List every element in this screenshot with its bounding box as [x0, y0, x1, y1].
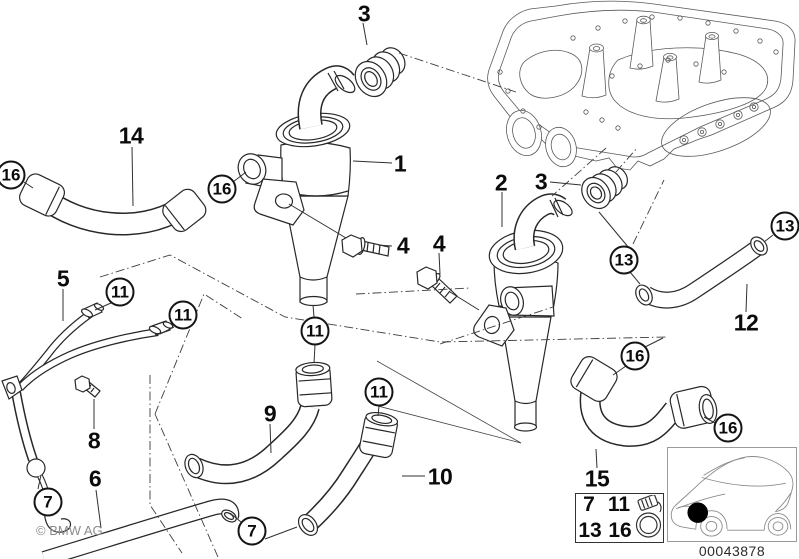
part-label-10[interactable]: 10 — [427, 463, 453, 490]
callout-circle-16[interactable]: 16 — [620, 341, 650, 371]
callout-circle-11[interactable]: 11 — [168, 300, 198, 330]
vent-pipe-5-drawing — [1, 302, 174, 533]
bolt-8-drawing — [74, 375, 101, 398]
hose-14-drawing — [19, 173, 207, 236]
callout-circle-13[interactable]: 13 — [770, 211, 799, 241]
callout-circle-7[interactable]: 7 — [237, 516, 267, 546]
legend-item-16[interactable]: 16 — [608, 519, 632, 542]
part-label-15[interactable]: 15 — [584, 465, 610, 492]
bmw-watermark: © BMW AG — [36, 523, 103, 538]
callout-circle-11[interactable]: 11 — [364, 377, 394, 407]
part-label-12[interactable]: 12 — [733, 309, 759, 336]
legend-item-7[interactable]: 7 — [583, 493, 595, 516]
callout-circle-16[interactable]: 16 — [713, 413, 743, 443]
car-outline-icon — [670, 456, 794, 537]
valve-2-drawing — [473, 193, 573, 432]
part-label-3[interactable]: 3 — [534, 168, 548, 195]
bolt-4b-drawing — [416, 266, 458, 304]
callout-circle-11[interactable]: 11 — [300, 316, 330, 346]
part-label-1[interactable]: 1 — [393, 150, 407, 177]
grommet-3b-drawing — [581, 166, 628, 210]
bolt-4a-drawing — [341, 234, 390, 258]
callout-circle-16[interactable]: 16 — [207, 174, 237, 204]
callout-circle-13[interactable]: 13 — [609, 245, 639, 275]
part-label-8[interactable]: 8 — [87, 427, 101, 454]
grommet-3a-drawing — [354, 47, 406, 98]
part-label-4[interactable]: 4 — [396, 232, 410, 259]
hose-9-drawing — [184, 361, 333, 485]
legend-box: 7 11 13 16 — [575, 493, 664, 543]
part-label-14[interactable]: 14 — [118, 122, 144, 149]
car-location-inset — [667, 447, 797, 542]
part-label-6[interactable]: 6 — [88, 465, 102, 492]
part-label-5[interactable]: 5 — [56, 265, 70, 292]
legend-item-13[interactable]: 13 — [578, 519, 602, 542]
callout-circle-11[interactable]: 11 — [105, 277, 135, 307]
hose-15-drawing — [570, 356, 718, 447]
legend-item-11[interactable]: 11 — [607, 493, 631, 516]
engine-block-drawing — [487, 0, 796, 171]
hose-6-drawing — [41, 498, 240, 559]
part-label-2[interactable]: 2 — [494, 169, 508, 196]
leader-lines — [23, 22, 774, 558]
callout-circle-16[interactable]: 16 — [0, 160, 26, 190]
diagram-number: 00043878 — [698, 543, 766, 559]
valve-1-drawing — [237, 65, 356, 307]
part-label-4[interactable]: 4 — [432, 230, 446, 257]
part-label-9[interactable]: 9 — [263, 400, 277, 427]
part-label-3[interactable]: 3 — [357, 0, 371, 27]
callout-circle-7[interactable]: 7 — [33, 487, 63, 517]
hose-clamp-icon — [635, 495, 662, 538]
hose-12-drawing — [635, 236, 768, 309]
location-dot — [687, 502, 709, 523]
hose-10-drawing — [297, 411, 399, 536]
